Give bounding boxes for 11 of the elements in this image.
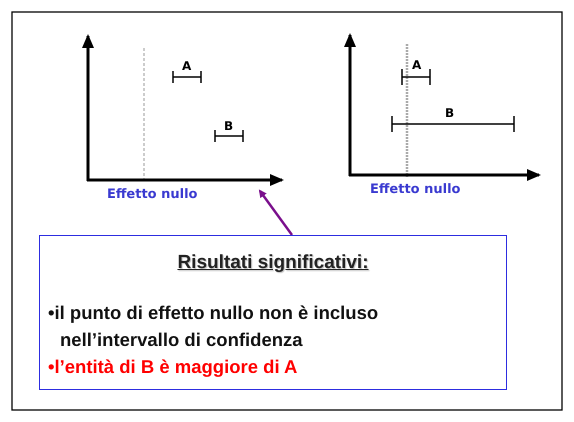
text-box xyxy=(39,235,507,390)
axis-label: Effetto nullo xyxy=(107,187,198,202)
interval-label: B xyxy=(445,106,454,120)
bullet-point: •l’entità di B è maggiore di A xyxy=(48,355,298,379)
interval-label: B xyxy=(224,119,234,133)
axis-label: Effetto nullo xyxy=(370,182,460,197)
box-heading: Risultati significativi: xyxy=(176,252,370,274)
bullet-point: •il punto di effetto nullo non è incluso nell’intervallo di confidenza xyxy=(48,301,380,352)
interval-label: A xyxy=(412,58,422,72)
arrow xyxy=(258,189,294,236)
interval-label: A xyxy=(182,59,192,73)
